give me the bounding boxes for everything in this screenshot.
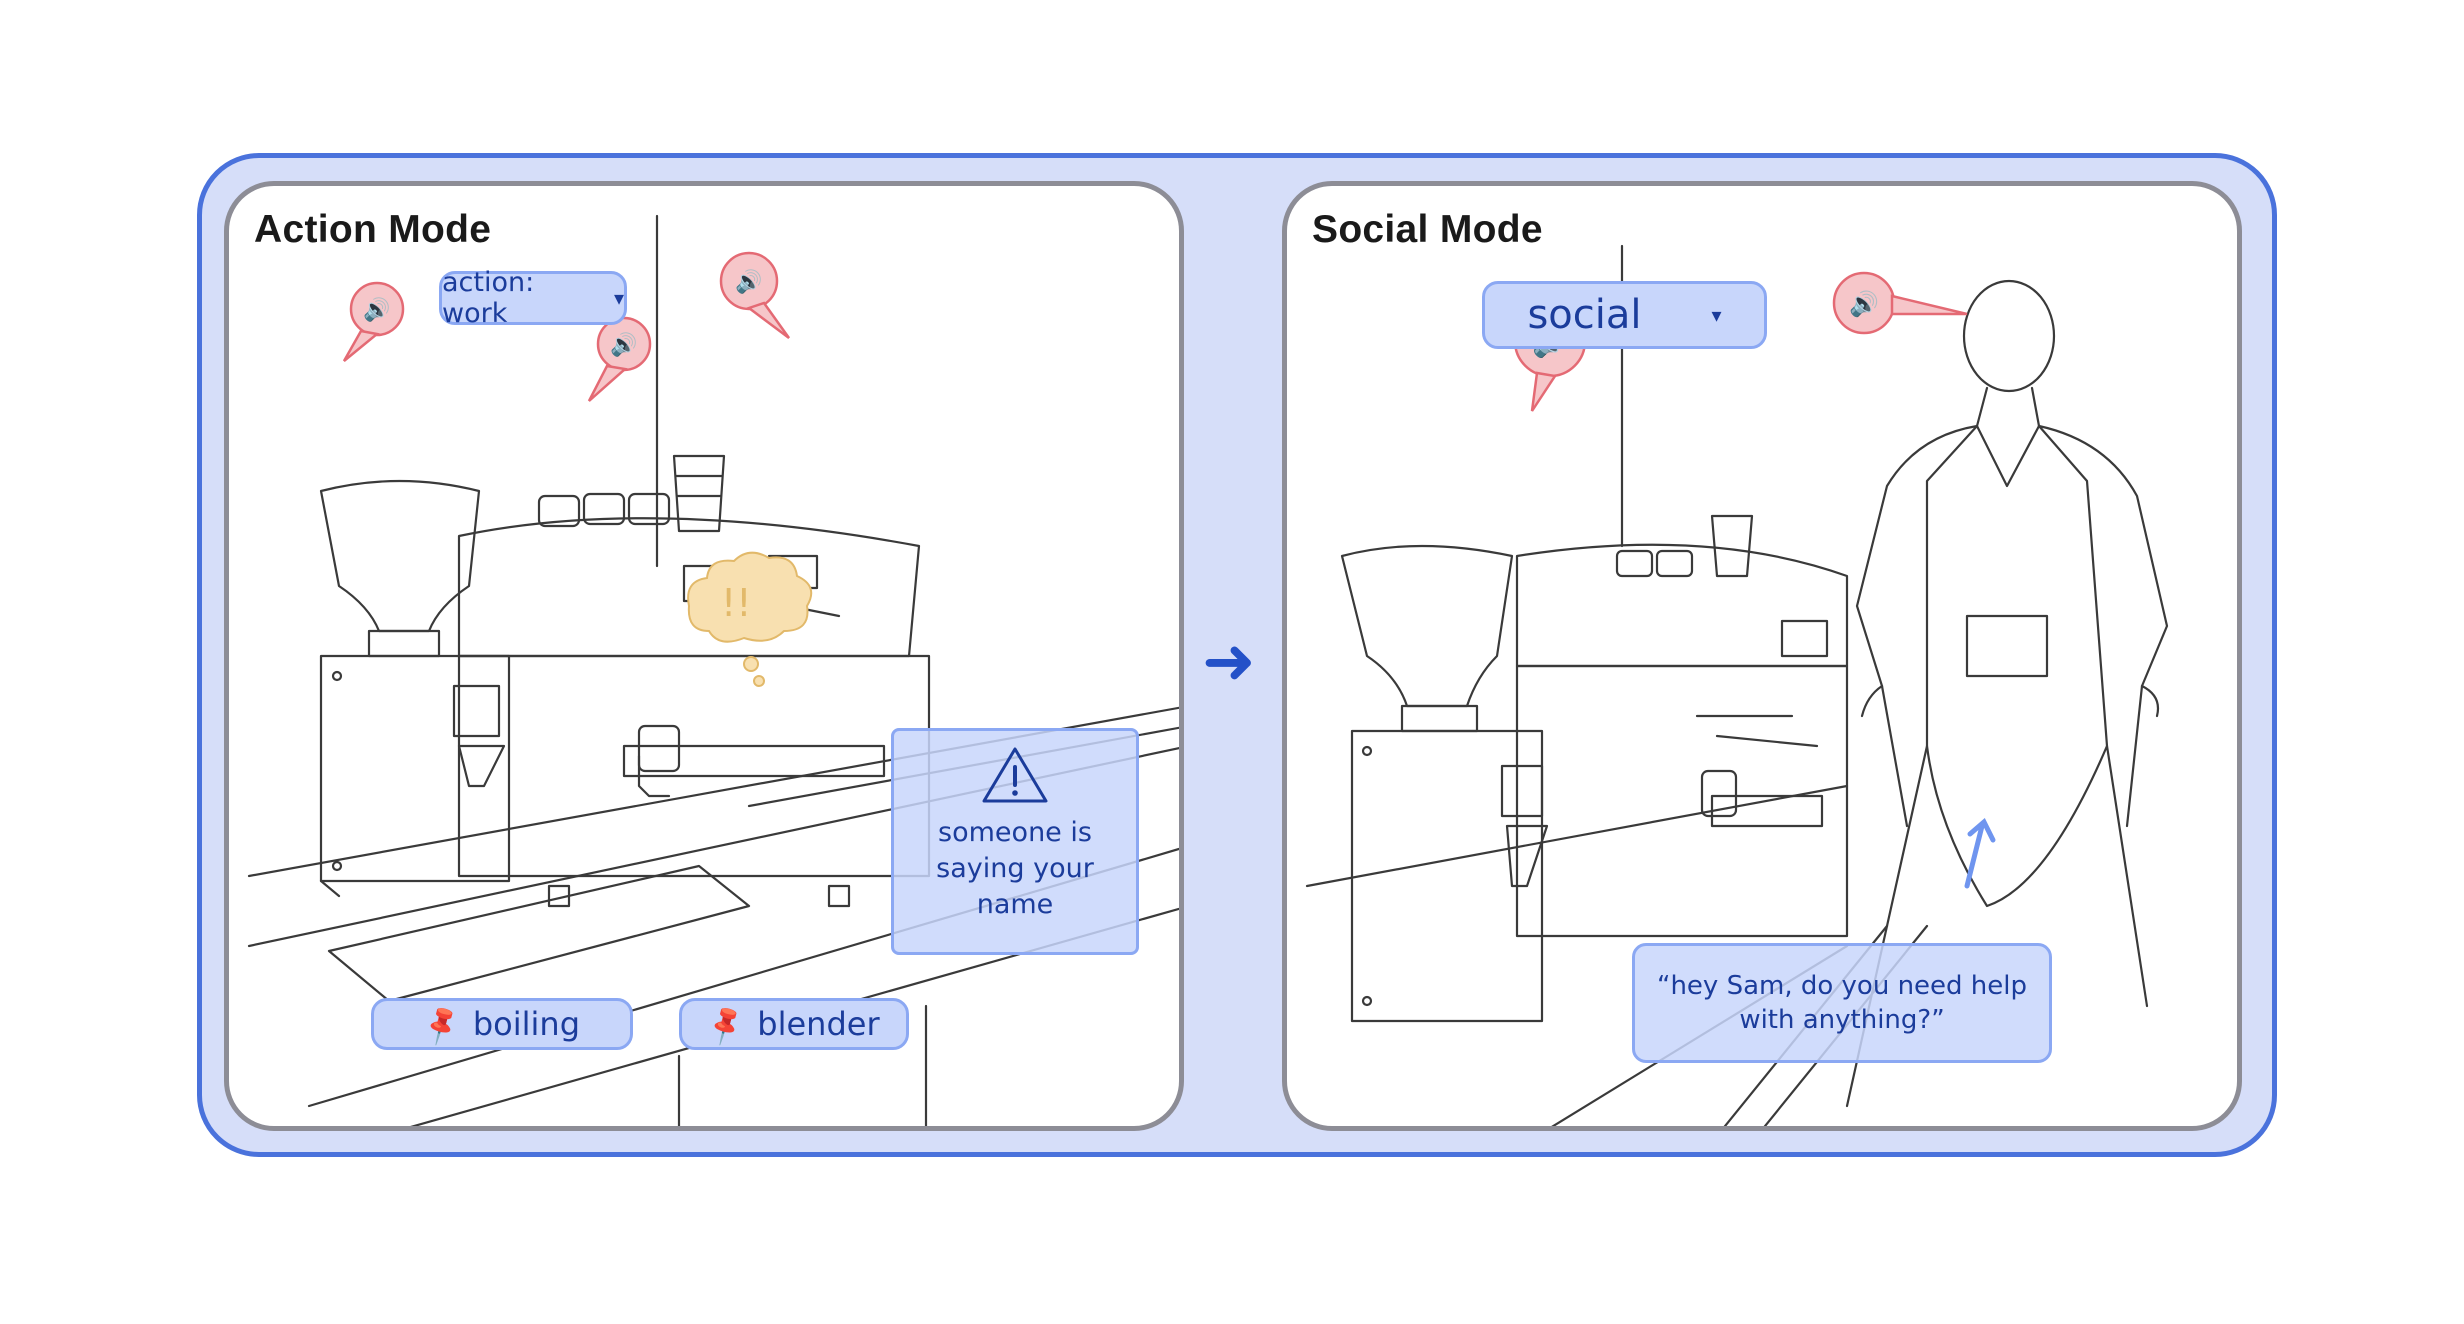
panel-title: Social Mode [1312, 208, 1543, 251]
mode-dropdown[interactable]: social ▾ [1482, 281, 1767, 349]
action-mode-panel: 🔊 🔊 🔊 !! Action Mode action: work ▾ [224, 181, 1184, 1131]
sound-tag-label: boiling [472, 1005, 581, 1043]
mode-dropdown[interactable]: action: work ▾ [439, 267, 627, 329]
sound-bubble-icon: 🔊 [342, 281, 405, 362]
warning-icon [982, 747, 1048, 803]
overheard-quote-box[interactable]: “hey Sam, do you need help with anything… [1632, 943, 2052, 1063]
arrow-up-icon [1964, 818, 1996, 889]
sound-bubble-icon: 🔊 [719, 251, 791, 339]
thought-bubble-text: !! [721, 581, 751, 625]
sound-tag-blender[interactable]: 📌 blender [679, 998, 909, 1050]
chevron-down-icon: ▾ [613, 286, 624, 310]
svg-text:🔊: 🔊 [1849, 289, 1879, 318]
alert-message: someone is saying your name [936, 817, 1094, 920]
sound-tag-label: blender [757, 1005, 880, 1043]
name-alert-box[interactable]: someone is saying your name [891, 728, 1139, 955]
svg-text:🔊: 🔊 [610, 331, 637, 358]
sound-bubble-icon: 🔊 [587, 316, 652, 402]
kitchen-scene-sketch: 🔊 🔊 🔊 !! [247, 214, 1179, 1126]
dropdown-label: social [1527, 292, 1642, 338]
panel-title: Action Mode [254, 208, 492, 251]
thought-bubble-icon [687, 551, 813, 687]
social-mode-panel: 🔊 🔊 Social Mode social ▾ “hey Sam, do yo… [1282, 181, 2242, 1131]
pin-icon: 📌 [418, 1000, 465, 1048]
svg-text:🔊: 🔊 [363, 296, 390, 323]
pin-icon: 📌 [702, 1000, 750, 1048]
dropdown-label: action: work [442, 267, 535, 329]
svg-text:🔊: 🔊 [735, 268, 762, 295]
arrow-right-icon: ➜ [1202, 625, 1256, 699]
chevron-down-icon: ▾ [1711, 303, 1722, 327]
sound-tag-boiling[interactable]: 📌 boiling [371, 998, 633, 1050]
sound-bubble-icon: 🔊 [1832, 271, 1968, 335]
